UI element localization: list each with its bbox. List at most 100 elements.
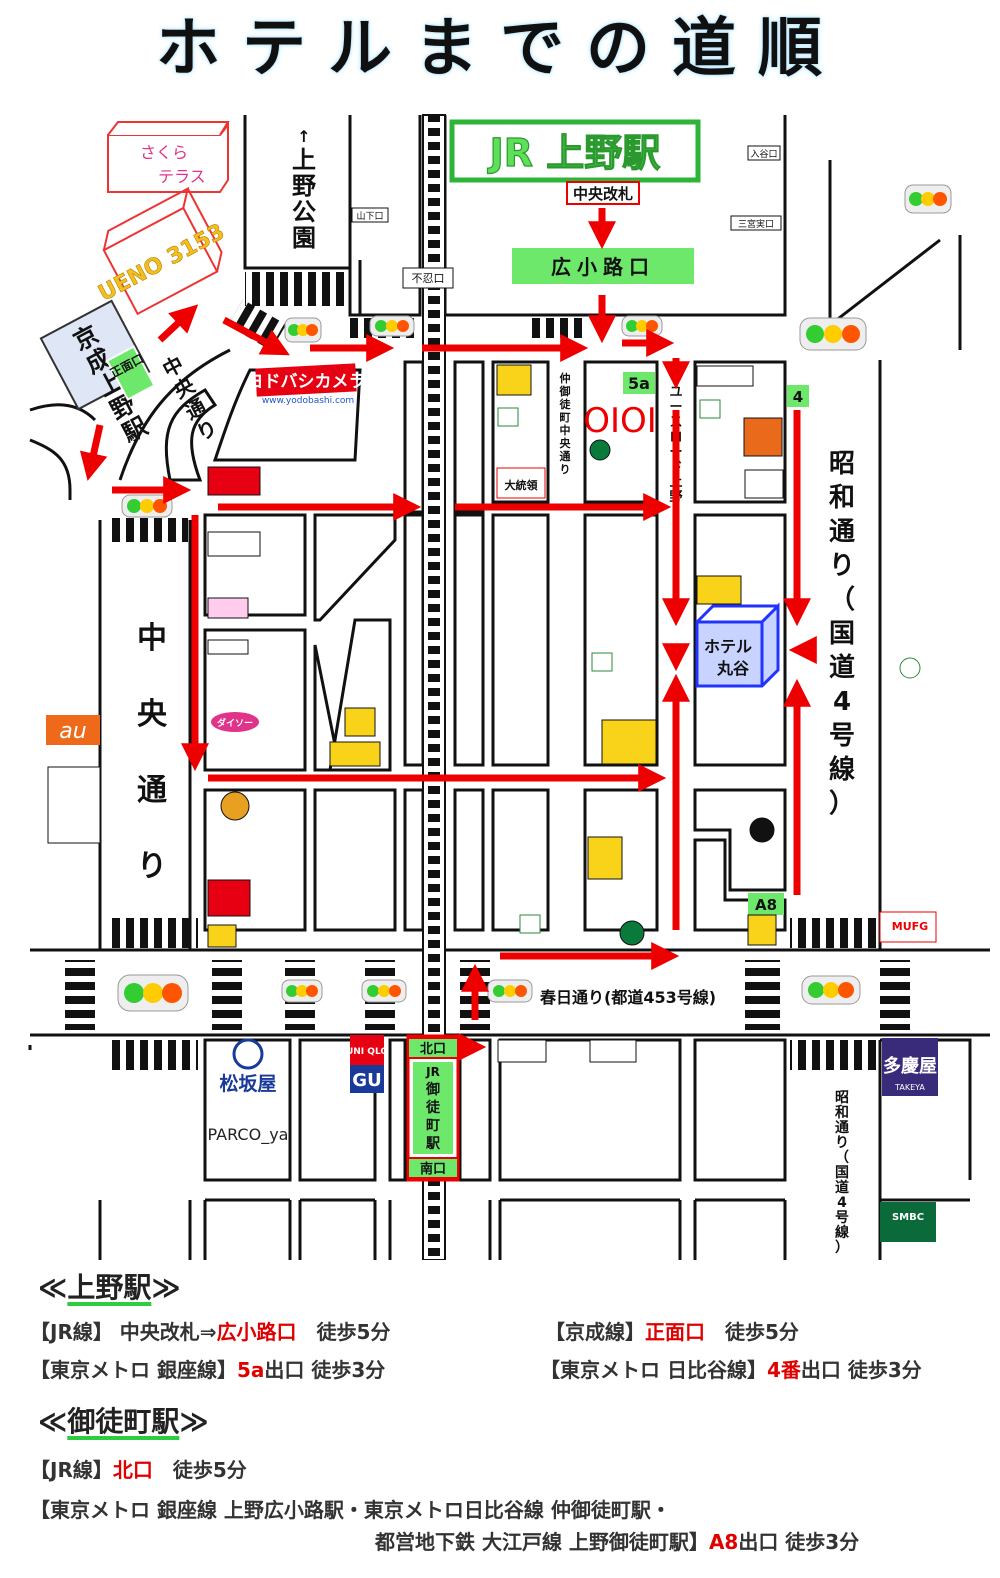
traffic-light-icon xyxy=(621,315,663,337)
sakura-label-2: テラス xyxy=(158,167,206,186)
svg-text:TAKEYA: TAKEYA xyxy=(894,1083,925,1092)
ueno-section-header: ≪上野駅≫ xyxy=(38,1271,181,1304)
ueno-ginza-route: 【東京メトロ 銀座線】5a出口 徒歩3分 xyxy=(30,1358,386,1382)
exit-5a-box xyxy=(623,372,655,394)
chuo-dori-main-label: 中央通り xyxy=(137,621,168,884)
svg-text:仲御徒町中央通り: 仲御徒町中央通り xyxy=(559,371,572,476)
ueno-jr-route: 【JR線】 中央改札⇒広小路口 徒歩5分 xyxy=(30,1320,391,1344)
sannai-gate-label: 三宮実口 xyxy=(738,218,774,230)
iriya-gate-label: 入谷口 xyxy=(750,149,777,160)
svg-text:OIOI: OIOI xyxy=(583,401,657,441)
keisei-ueno-station[interactable]: 京成上野駅 xyxy=(39,299,177,461)
svg-text:PARCO_ya: PARCO_ya xyxy=(208,1125,289,1145)
traffic-light-icon xyxy=(904,184,952,214)
svg-text:↑: ↑ xyxy=(297,127,310,146)
exit-4-label: 4 xyxy=(793,388,803,406)
ueno-park-text: 上野公園 xyxy=(292,146,316,252)
kita-exit-box xyxy=(407,1037,459,1059)
hotel-label-1: ホテル xyxy=(704,637,752,656)
yodobashi-url: www.yodobashi.com xyxy=(262,396,354,406)
hirokoji-exit[interactable]: 広小路口 xyxy=(512,248,694,284)
hirokoji-exit-label: 広小路口 xyxy=(551,255,655,279)
traffic-lights xyxy=(117,184,952,1012)
chuo-kaisatsu-gate[interactable]: 中央改札 xyxy=(566,181,640,205)
smbc-logo: SMBC xyxy=(880,1202,936,1242)
okachi-metro-route-2: 都営地下鉄 大江戸線 上野御徒町駅】A8出口 徒歩3分 xyxy=(375,1530,860,1554)
ueno-park-label: ↑ 上野公園 xyxy=(292,127,316,252)
traffic-light-icon xyxy=(799,317,867,351)
mufg-logo: MUFG xyxy=(879,911,937,943)
route-arrows xyxy=(79,208,817,1061)
svg-text:UNI QLO: UNI QLO xyxy=(346,1047,388,1057)
jr-ueno-station[interactable]: JR 上野駅 xyxy=(449,119,701,183)
au-logo: au xyxy=(46,715,100,745)
matsuzakaya-logo: 松坂屋 PARCO_ya xyxy=(208,1038,289,1145)
exit-a8-label: A8 xyxy=(755,896,777,914)
svg-text:au: au xyxy=(59,719,86,744)
svg-text:SMBC: SMBC xyxy=(892,1212,924,1223)
jr-ueno-label: JR 上野駅 xyxy=(487,131,661,175)
chuo-kaisatsu-label: 中央改札 xyxy=(573,185,633,203)
keisei-shomen-exit[interactable]: 正面口 xyxy=(105,345,157,401)
hotel-marutani[interactable]: ホテル 丸谷 xyxy=(695,602,780,688)
crosswalks xyxy=(65,272,910,1070)
railway-track xyxy=(422,114,446,1260)
exit-5a-label: 5a xyxy=(628,374,650,393)
traffic-light-icon xyxy=(361,979,407,1003)
svg-text:中央通り: 中央通り xyxy=(137,621,168,884)
seven-eleven-icons xyxy=(497,399,921,934)
svg-text:MUFG: MUFG xyxy=(892,920,928,933)
svg-text:松坂屋: 松坂屋 xyxy=(219,1072,276,1095)
svg-text:徒: 徒 xyxy=(425,1099,441,1116)
exit-4-box xyxy=(787,385,809,407)
ueno-keisei-route: 【京成線】正面口 徒歩5分 xyxy=(545,1320,799,1344)
svg-text:駅: 駅 xyxy=(426,1136,441,1152)
traffic-light-icon xyxy=(369,315,415,337)
marui-logo: OIOI xyxy=(583,401,657,441)
page-title: ホテルまでの道順 xyxy=(156,11,844,86)
traffic-light-icon xyxy=(281,979,323,1003)
ueno-3153-building: UENO 3153 xyxy=(94,186,229,316)
daiso-logo: ダイソー xyxy=(211,712,259,732)
naka-okachimachi-label: 仲御徒町中央通り xyxy=(559,371,572,476)
svg-text:多慶屋: 多慶屋 xyxy=(883,1055,937,1077)
traffic-light-icon xyxy=(487,979,533,1003)
exit-a8-box xyxy=(748,893,784,915)
okachi-metro-route-1: 【東京メトロ 銀座線 上野広小路駅・東京メトロ日比谷線 仲御徒町駅・ xyxy=(30,1498,671,1522)
sakura-terrace: さくら テラス xyxy=(107,121,230,193)
okachi-jr-route: 【JR線】北口 徒歩5分 xyxy=(30,1458,247,1482)
okachimachi-label-1: JR xyxy=(425,1065,440,1079)
exit-markers[interactable]: 5a 4 A8 xyxy=(623,372,809,915)
misc-shop-signs xyxy=(47,364,784,1063)
hotel-label-2: 丸谷 xyxy=(716,659,750,678)
minami-exit-label: 南口 xyxy=(420,1161,446,1177)
kasuga-dori-label: 春日通り(都道453号線) xyxy=(539,988,716,1007)
svg-text:大統領: 大統領 xyxy=(505,478,539,492)
svg-text:ダイソー: ダイソー xyxy=(217,717,253,729)
fumeimon-gate-label: 不忍口 xyxy=(412,272,445,285)
yamashita-gate-label: 山下口 xyxy=(356,211,383,222)
ueno-hibiya-route: 【東京メトロ 日比谷線】4番出口 徒歩3分 xyxy=(540,1358,922,1382)
okachi-section-header: ≪御徒町駅≫ xyxy=(38,1405,209,1438)
route-map: JR 上野駅 中央改札 広小路口 不忍口 山下口 入谷口 三宮実口 ↑ 上野公園… xyxy=(28,114,990,1260)
traffic-light-icon xyxy=(121,494,173,518)
svg-text:御: 御 xyxy=(425,1081,440,1098)
sakura-label-1: さくら xyxy=(140,143,188,162)
yodobashi-label: ヨドバシカメラ xyxy=(247,372,366,392)
ohashi-shop: 大統領 xyxy=(496,467,546,499)
minami-exit-box xyxy=(407,1157,459,1179)
shop-logos: OIOI 松坂屋 PARCO_ya UNI QLO GU au 多慶屋 TAKE… xyxy=(46,364,938,1242)
kita-exit-label: 北口 xyxy=(420,1042,446,1057)
traffic-light-icon xyxy=(117,974,189,1012)
access-info: ≪上野駅≫ 【JR線】 中央改札⇒広小路口 徒歩5分 【京成線】正面口 徒歩5分… xyxy=(0,1262,1000,1578)
gate-labels: 不忍口 山下口 入谷口 三宮実口 xyxy=(351,145,782,289)
svg-text:町: 町 xyxy=(426,1118,440,1134)
uniqlo-gu-logo: UNI QLO GU xyxy=(346,1035,388,1093)
takeya-logo: 多慶屋 TAKEYA xyxy=(882,1038,938,1096)
okachimachi-station[interactable]: 北口 JR 御 徒 町 駅 南口 xyxy=(406,1034,460,1182)
traffic-light-icon xyxy=(801,975,861,1005)
traffic-light-icon xyxy=(284,317,322,343)
